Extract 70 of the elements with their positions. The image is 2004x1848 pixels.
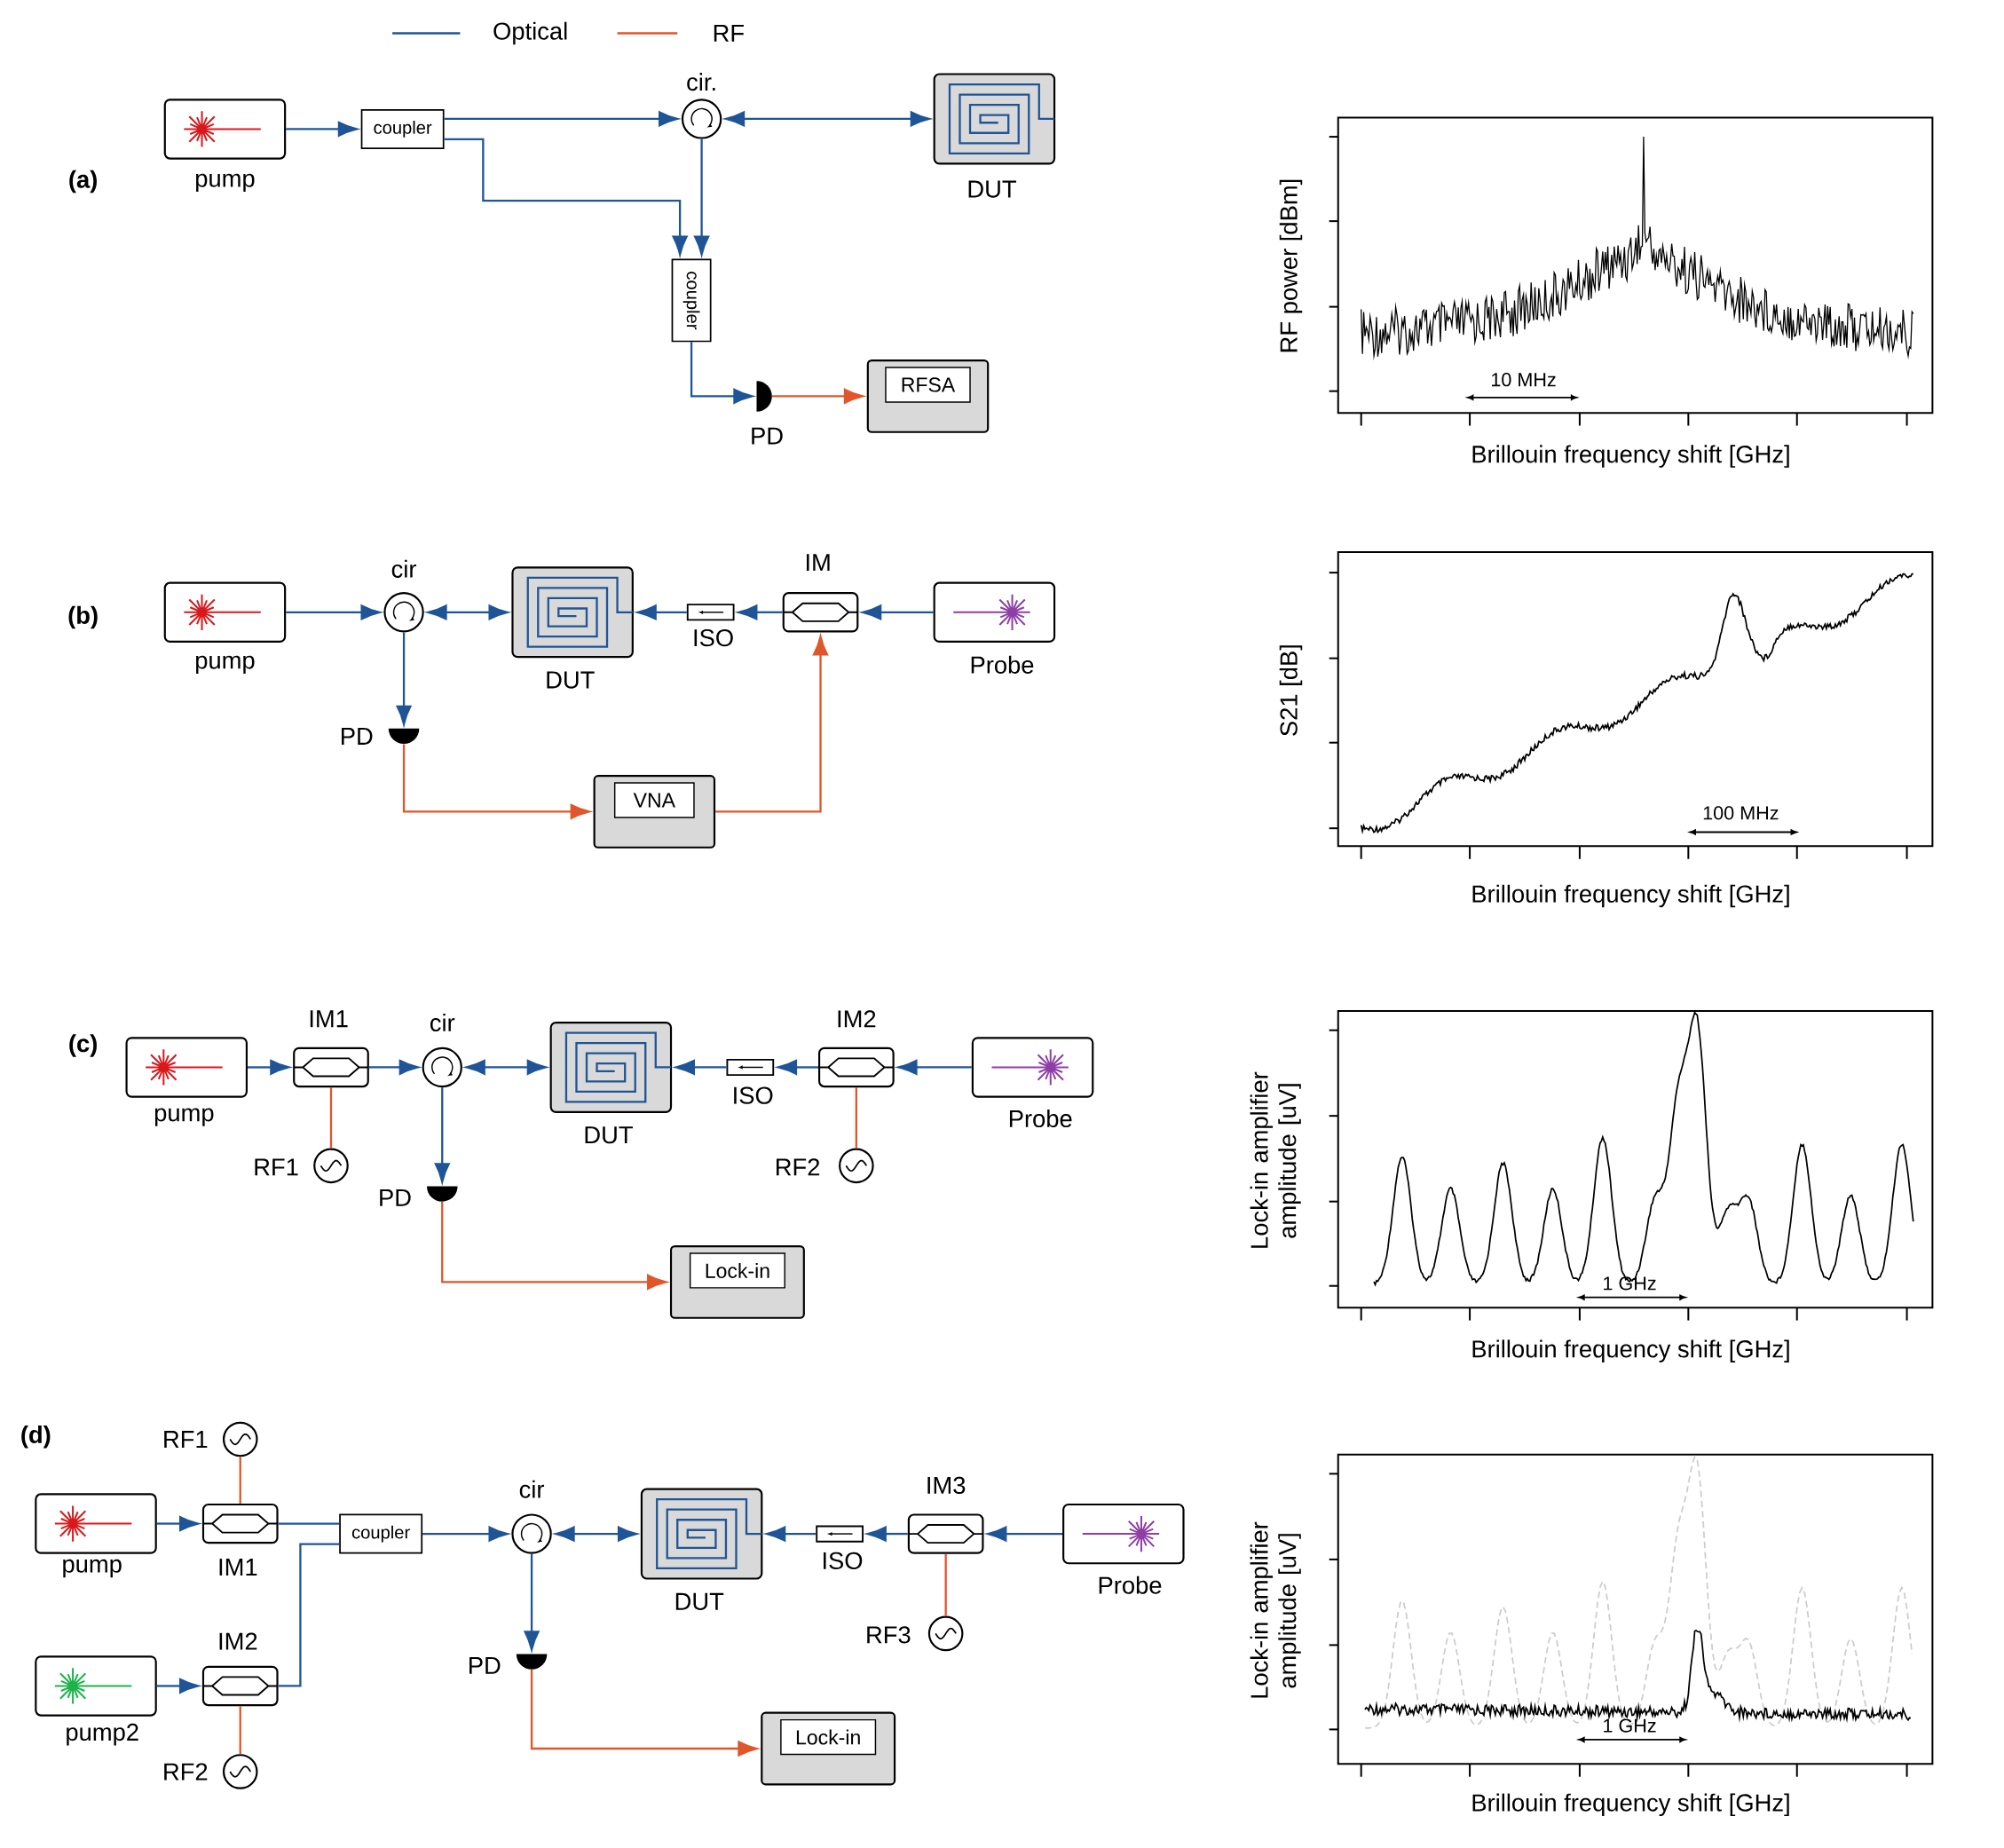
coupler-box: coupler: [360, 108, 445, 149]
axis-label: Lock-in amplifier amplitude [uV]: [1250, 1521, 1301, 1698]
component-label: RF3: [867, 1626, 911, 1644]
component-label: Probe: [1099, 1576, 1162, 1594]
component-label: cir.: [687, 72, 715, 91]
component-label: RF1: [255, 1158, 298, 1176]
component-label: pump: [63, 1559, 122, 1577]
arrow: [286, 604, 381, 620]
dimension-label: 1 GHz: [1604, 1718, 1656, 1733]
axis-label: Lock-in amplifier amplitude [uV]: [1250, 1071, 1301, 1248]
arrow: [434, 1087, 450, 1183]
component-label: DUT: [675, 1592, 724, 1610]
panel-label: (b): [68, 605, 98, 629]
panel-label: (a): [69, 170, 97, 193]
component-label: IM: [807, 554, 830, 571]
panel-label: (d): [21, 1425, 51, 1449]
dimension-label: 1 GHz: [1604, 1276, 1656, 1291]
axis-label: Brillouin frequency shift [GHz]: [1472, 884, 1789, 908]
component-label: PD: [380, 1189, 411, 1206]
component-label: pump: [154, 1108, 214, 1126]
legend-label: RF: [714, 24, 744, 42]
instrument-box: Lock-in: [669, 1244, 805, 1319]
instrument-box: VNA: [593, 774, 716, 849]
component-label: DUT: [547, 671, 595, 689]
component-label: IM3: [927, 1476, 966, 1494]
component-label: Probe: [1009, 1109, 1072, 1127]
component-label: RF2: [777, 1158, 820, 1176]
component-label: ISO: [734, 1086, 773, 1104]
component-label: ISO: [694, 628, 733, 647]
panel-label: (c): [69, 1034, 97, 1057]
arrow: [866, 1526, 908, 1542]
axis-label: Brillouin frequency shift [GHz]: [1472, 1793, 1789, 1816]
component-label: PD: [342, 727, 373, 745]
component-label: IM1: [219, 1558, 257, 1576]
component-label: PD: [752, 427, 783, 445]
component-label: DUT: [585, 1126, 633, 1144]
component-label: IM1: [310, 1010, 348, 1027]
arrow: [422, 1526, 509, 1542]
arrow: [987, 1526, 1063, 1542]
dimension-label: 100 MHz: [1703, 806, 1779, 820]
component-label: IM2: [219, 1632, 257, 1650]
axis-label: S21 [dB]: [1279, 645, 1303, 736]
dimension-label: 10 MHz: [1492, 372, 1556, 387]
arrow: [530, 1669, 758, 1757]
component-label: Probe: [971, 655, 1034, 674]
coupler-box: coupler: [671, 258, 712, 343]
arrow: [524, 1553, 540, 1651]
axis-label: Brillouin frequency shift [GHz]: [1472, 1339, 1789, 1362]
arrow: [444, 111, 679, 127]
component-label: pump: [196, 655, 255, 674]
instrument-box: Lock-in: [761, 1711, 896, 1786]
instrument-box: RFSA: [866, 359, 990, 433]
axis-label: RF power [dBm]: [1279, 179, 1303, 351]
component-label: cir: [430, 1013, 455, 1031]
arrow: [555, 1526, 638, 1542]
arrow: [636, 604, 687, 620]
component-label: cir: [519, 1480, 545, 1498]
component-label: IM2: [838, 1010, 876, 1028]
component-label: pump: [196, 173, 255, 192]
axis-label: Brillouin frequency shift [GHz]: [1472, 445, 1789, 468]
component-label: PD: [469, 1656, 501, 1674]
component-label: cir: [391, 559, 417, 578]
component-label: DUT: [968, 180, 1016, 198]
component-label: RF1: [164, 1430, 208, 1448]
component-label: ISO: [823, 1552, 863, 1569]
arrow: [427, 604, 509, 620]
legend-label: Optical: [493, 21, 567, 45]
component-label: pump2: [67, 1723, 138, 1746]
component-label: RF2: [164, 1763, 208, 1781]
coupler-box: coupler: [339, 1513, 423, 1554]
